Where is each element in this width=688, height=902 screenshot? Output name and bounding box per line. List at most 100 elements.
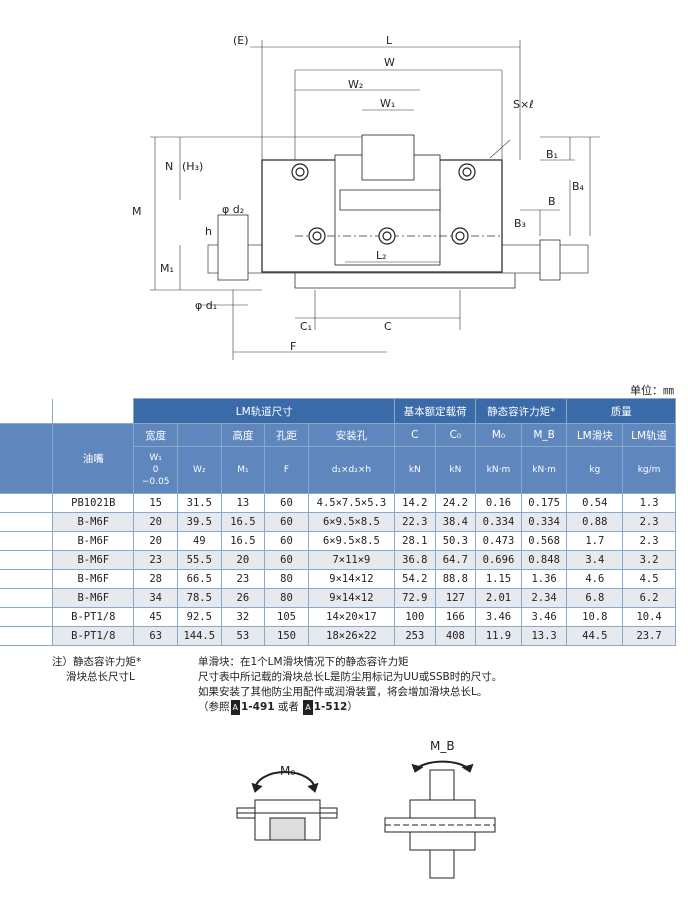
cell-oil-nipple: B-M6F <box>52 569 135 589</box>
note-left-1: 注）静态容许力矩* <box>52 656 142 668</box>
mount-hole-left <box>217 214 249 281</box>
table-cell: 0.473 <box>475 531 522 551</box>
table-cell: 150 <box>264 626 309 646</box>
label-F: F <box>290 340 296 353</box>
table-cell: 60 <box>264 550 309 570</box>
cell-oil-nipple: B-PT1/8 <box>52 607 135 627</box>
table-cell: 0.696 <box>475 550 522 570</box>
header-height: 高度 <box>220 423 266 447</box>
table-cell: 13.3 <box>520 626 568 646</box>
ref-link-1[interactable]: 1-491 <box>240 701 275 713</box>
note-right-3: 如果安装了其他防尘用配件或润滑装置，将会增加滑块总长L。 <box>198 686 488 698</box>
table-cell: 54.2 <box>394 569 436 589</box>
table-cell: 4.5 <box>622 569 676 589</box>
header-C: C <box>394 423 436 447</box>
table-cell: 45 <box>133 607 178 627</box>
table-cell: 105 <box>264 607 309 627</box>
table-cell: 0.54 <box>566 493 624 513</box>
label-H3: (H₃) <box>182 160 203 173</box>
table-cell: 80 <box>264 569 309 589</box>
label-MO: M₀ <box>280 764 295 778</box>
cross-section-drawing: (E) L W W₂ W₁ S×ℓ N (H₃) M M₁ h φ d₂ φ d… <box>132 34 600 360</box>
note-right-2: 尺寸表中所记载的滑块总长L是防尘用标记为UU或SSB时的尺寸。 <box>198 671 503 683</box>
label-W2: W₂ <box>348 78 363 91</box>
header-load: 基本额定载荷 <box>394 398 477 424</box>
label-C: C <box>384 320 392 333</box>
table-cell: 3.4 <box>566 550 624 570</box>
table-cell: 72.9 <box>394 588 436 608</box>
label-C1: C₁ <box>300 320 312 333</box>
table-cell: 55.5 <box>176 550 222 570</box>
table-cell: 34 <box>133 588 178 608</box>
label-d2: φ d₂ <box>222 203 244 216</box>
table-cell: 22.3 <box>394 512 436 532</box>
table-cell: 36.8 <box>394 550 436 570</box>
table-cell: 4.5×7.5×5.3 <box>307 493 396 513</box>
table-cell: 60 <box>264 493 309 513</box>
header-rail-dims: LM轨道尺寸 <box>133 398 396 424</box>
header-block-mass: LM滑块 <box>566 423 624 447</box>
table-cell: 53 <box>220 626 266 646</box>
label-L: L <box>386 34 393 47</box>
table-cell: 127 <box>434 588 477 608</box>
cell-oil-nipple: B-M6F <box>52 512 135 532</box>
header-mass: 质量 <box>566 398 676 424</box>
table-cell: 3.46 <box>520 607 568 627</box>
cell-oil-nipple: PB1021B <box>52 493 135 513</box>
note-right-1: 单滑块：在1个LM滑块情况下的静态容许力矩 <box>198 656 409 668</box>
table-cell: 49 <box>176 531 222 551</box>
table-cell: 2.3 <box>622 531 676 551</box>
table-cell: 0.334 <box>520 512 568 532</box>
table-cell: 39.5 <box>176 512 222 532</box>
table-cell: 50.3 <box>434 531 477 551</box>
table-cell: 144.5 <box>176 626 222 646</box>
table-cell: 1.7 <box>566 531 624 551</box>
mb-diagram: M_B <box>384 739 496 879</box>
table-cell: 3.46 <box>475 607 522 627</box>
table-cell: 9×14×12 <box>307 569 396 589</box>
table-cell: 66.5 <box>176 569 222 589</box>
table-cell: 23.7 <box>622 626 676 646</box>
table-cell: 20 <box>133 512 178 532</box>
table-cell: 0.568 <box>520 531 568 551</box>
table-cell: 60 <box>264 512 309 532</box>
table-cell: 28.1 <box>394 531 436 551</box>
table-cell: 14.2 <box>394 493 436 513</box>
table-cell: 16.5 <box>220 531 266 551</box>
table-cell: 23 <box>220 569 266 589</box>
table-cell: 26 <box>220 588 266 608</box>
table-cell: 0.848 <box>520 550 568 570</box>
table-cell: 10.8 <box>566 607 624 627</box>
label-S: S×ℓ <box>513 98 534 111</box>
table-cell: 13 <box>220 493 266 513</box>
cell-oil-nipple: B-M6F <box>52 531 135 551</box>
table-cell: 3.2 <box>622 550 676 570</box>
note-left-2: 滑块总长尺寸L <box>66 671 135 683</box>
table-cell: 20 <box>220 550 266 570</box>
header-oil: 油嘴 <box>52 423 135 494</box>
label-W1: W₁ <box>380 97 395 110</box>
table-cell: 4.6 <box>566 569 624 589</box>
ref-link-2[interactable]: 1-512 <box>313 701 348 713</box>
table-cell: 23 <box>133 550 178 570</box>
table-cell: 14×20×17 <box>307 607 396 627</box>
label-E: (E) <box>233 34 249 47</box>
table-cell: 0.334 <box>475 512 522 532</box>
table-cell: 31.5 <box>176 493 222 513</box>
table-cell: 80 <box>264 588 309 608</box>
table-cell: 63 <box>133 626 178 646</box>
table-cell: 7×11×9 <box>307 550 396 570</box>
table-cell: 16.5 <box>220 512 266 532</box>
table-cell: 28 <box>133 569 178 589</box>
table-cell: 0.16 <box>475 493 522 513</box>
mo-diagram: M₀ <box>236 764 338 841</box>
header-width: 宽度 <box>133 423 178 447</box>
unit-label: 单位：㎜ <box>630 384 674 397</box>
table-cell: 0.175 <box>520 493 568 513</box>
